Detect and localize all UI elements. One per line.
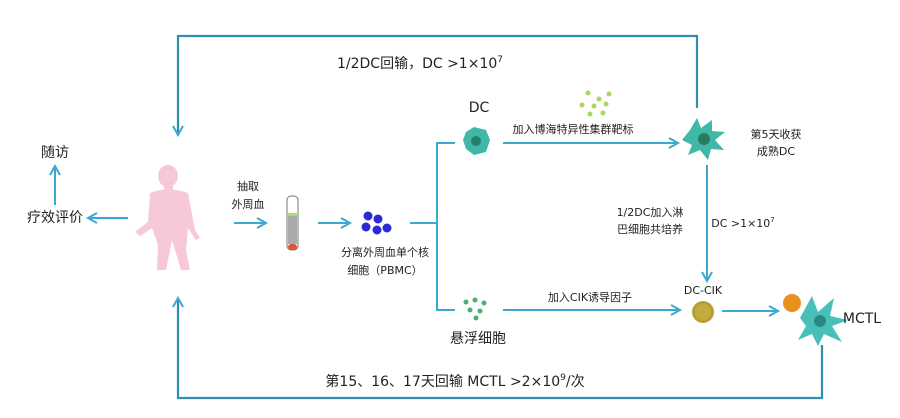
- human-body-icon: [135, 165, 200, 270]
- bottom-return-loop-arrow: [178, 298, 824, 400]
- mature-dc-label-1: 第5天收获: [751, 127, 802, 141]
- suspension-cells-label: 悬浮细胞: [450, 331, 506, 347]
- dc-cik-cell-icon: [692, 301, 714, 323]
- pbmc-label-2: 细胞（PBMC）: [347, 264, 422, 277]
- dc-cik-label: DC-CIK: [684, 284, 723, 297]
- dc-cell-icon: [463, 127, 490, 155]
- mctl-label: MCTL: [843, 311, 881, 327]
- mature-dc-cell-icon: [682, 118, 725, 160]
- cik-step-label: 加入CIK诱导因子: [548, 291, 632, 304]
- target-particles-icon: [579, 90, 612, 117]
- follow-up-label: 随访: [41, 145, 69, 161]
- coculture-label-1: 1/2DC加入淋: [617, 206, 684, 219]
- pbmc-label-1: 分离外周血单个核: [341, 245, 429, 259]
- coculture-label-2: 巴细胞共培养: [617, 222, 683, 236]
- mctl-cell-icon: [783, 294, 848, 346]
- dc-label: DC: [469, 100, 490, 116]
- bottom-return-label: 第15、16、17天回输 MCTL >2×109/次: [325, 373, 584, 390]
- split-bracket: [410, 142, 455, 311]
- pbmc-cells-icon: [361, 211, 392, 235]
- efficacy-eval-label: 疗效评价: [27, 210, 83, 226]
- test-tube-icon: [286, 195, 299, 251]
- dc-step-label: 加入博海特异性集群靶标: [513, 122, 634, 136]
- top-return-label: 1/2DC回输，DC >1×107: [337, 55, 503, 72]
- coculture-count: DC >1×107: [711, 216, 775, 230]
- draw-blood-label-2: 外周血: [232, 197, 265, 211]
- draw-blood-label-1: 抽取: [237, 179, 259, 193]
- suspension-cells-icon: [463, 297, 487, 321]
- top-return-loop-arrow: [178, 34, 699, 135]
- mature-dc-label-2: 成熟DC: [757, 144, 795, 158]
